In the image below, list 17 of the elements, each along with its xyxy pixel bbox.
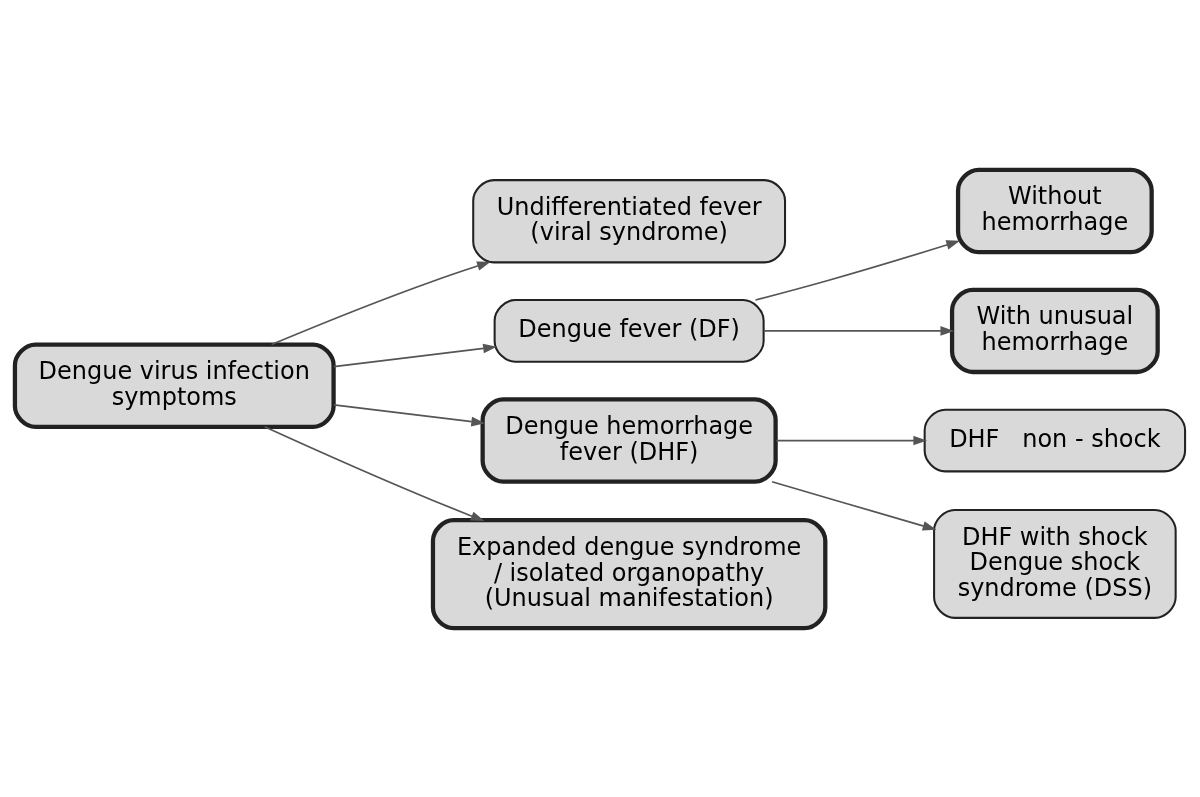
- node-box: Dengue fever (DF): [493, 298, 765, 363]
- node-box: With unusual hemorrhage: [949, 287, 1160, 374]
- arrow: [333, 403, 485, 426]
- arrow: [771, 480, 937, 531]
- node-box: Dengue virus infection symptoms: [12, 341, 336, 429]
- arrow: [263, 425, 485, 521]
- arrow: [775, 435, 928, 445]
- arrow: [333, 343, 497, 367]
- node-box: Dengue hemorrhage fever (DHF): [480, 396, 778, 484]
- node-box: Expanded dengue syndrome / isolated organopathy (Unusual manifestation): [430, 517, 828, 630]
- arrow: [754, 239, 961, 301]
- arrow: [270, 260, 491, 345]
- node-box: Undifferentiated fever (viral syndrome): [472, 178, 787, 263]
- node-box: DHF with shock Dengue shock syndrome (DSS): [933, 508, 1177, 619]
- node-box: Without hemorrhage: [955, 167, 1154, 254]
- node-box: DHF non - shock: [923, 408, 1187, 472]
- arrow: [763, 325, 955, 336]
